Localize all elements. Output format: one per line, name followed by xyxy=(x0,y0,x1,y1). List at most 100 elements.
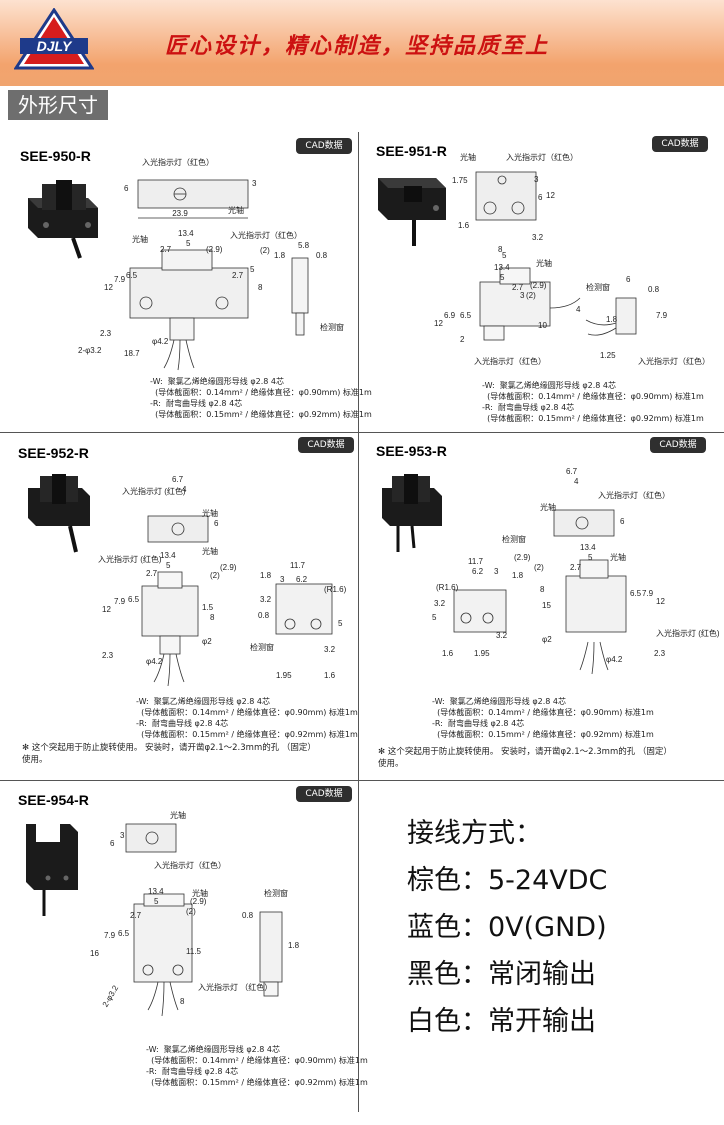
window-label: 检测窗 xyxy=(250,642,274,652)
dim-value: 6 xyxy=(620,517,625,526)
dim-value: 12 xyxy=(434,319,443,328)
dim-value: 2.7 xyxy=(130,911,142,920)
dim-value: 3 xyxy=(520,291,525,300)
dim-value: 12 xyxy=(104,283,113,292)
sensor-photo-icon xyxy=(28,180,98,259)
wiring-row-blue: 蓝色：0V(GND) xyxy=(407,904,607,951)
cable-note: -W: 聚氯乙烯绝缘圆形导线 φ2.8 4芯 (导体截面积：0.14mm² / … xyxy=(432,697,654,739)
cad-data-button[interactable]: CAD数据 xyxy=(652,136,708,152)
wire-color: 蓝色： xyxy=(407,912,488,943)
brand-text: DJLY xyxy=(37,38,73,54)
dim-value: 2.3 xyxy=(100,329,112,338)
header-banner: DJLY 匠心设计，精心制造，坚持品质至上 xyxy=(0,0,724,86)
dim-value: 1.6 xyxy=(442,649,454,658)
indicator-label: 入光指示灯 (红色) xyxy=(98,554,162,564)
dim-value: (R1.6) xyxy=(324,585,347,594)
dim-value: 1.6 xyxy=(324,671,336,680)
dim-value: 15 xyxy=(542,601,551,610)
dim-value: 11.5 xyxy=(186,947,202,956)
dim-value: 7.9 xyxy=(656,311,668,320)
rotation-footnote: ✻ 这个突起用于防止旋转使用。 安装时，请开凿φ2.1～2.3mm的孔 （固定）… xyxy=(22,743,316,765)
dim-value: 5 xyxy=(186,239,191,248)
axis-label: 光轴 xyxy=(202,546,218,556)
dimension-drawing: 入光指示灯（红色） 光轴 23.9 6 3 13.4 5 (2.9) (2) 2… xyxy=(78,157,344,371)
dim-value: 3 xyxy=(252,179,257,188)
dim-value: 13.4 xyxy=(580,543,596,552)
indicator-label: 入光指示灯（红色） xyxy=(598,490,670,500)
dim-value: 2.7 xyxy=(160,245,172,254)
wiring-row-black: 黑色：常闭输出 xyxy=(407,951,607,998)
axis-label: 光轴 xyxy=(460,152,476,162)
dim-value: 0.8 xyxy=(316,251,328,260)
dimension-drawing: 光轴 入光指示灯（红色） 3 6 13.4 5 (2.9) (2) 2.7 7.… xyxy=(90,810,300,1017)
indicator-label: 入光指示灯（红色） xyxy=(230,230,302,240)
dim-value: 5.8 xyxy=(298,241,310,250)
dim-value: 11.7 xyxy=(468,557,484,566)
dim-value: 13.4 xyxy=(178,229,194,238)
model-title: SEE-951-R xyxy=(376,143,447,159)
dim-value: 3.2 xyxy=(532,233,544,242)
dim-value: (2.9) xyxy=(530,281,547,290)
grid-divider-h2-right xyxy=(358,780,724,781)
dim-value: φ4.2 xyxy=(606,655,623,664)
wire-value: 5-24VDC xyxy=(488,865,608,896)
cad-data-button[interactable]: CAD数据 xyxy=(650,437,706,453)
cad-data-button[interactable]: CAD数据 xyxy=(296,786,352,802)
model-title: SEE-954-R xyxy=(18,792,89,808)
dim-value: 1.6 xyxy=(458,221,470,230)
wire-color: 棕色： xyxy=(407,865,488,896)
dim-value: 13.4 xyxy=(148,887,164,896)
dim-value: 6.2 xyxy=(472,567,484,576)
dim-value: 13.4 xyxy=(494,263,510,272)
section-title: 外形尺寸 xyxy=(8,90,108,120)
dim-value: 1.8 xyxy=(606,315,618,324)
dim-value: 6.5 xyxy=(460,311,472,320)
wiring-legend: 接线方式： 棕色：5-24VDC 蓝色：0V(GND) 黑色：常闭输出 白色：常… xyxy=(407,810,607,1045)
model-title: SEE-953-R xyxy=(376,443,447,459)
dim-value: (2.9) xyxy=(206,245,223,254)
dim-value: 3 xyxy=(534,175,539,184)
cad-data-button[interactable]: CAD数据 xyxy=(296,138,352,154)
dim-value: 1.8 xyxy=(274,251,286,260)
cad-data-button[interactable]: CAD数据 xyxy=(298,437,354,453)
dim-value: 1.25 xyxy=(600,351,616,360)
dim-value: 2.3 xyxy=(102,651,114,660)
dim-value: 8 xyxy=(498,245,503,254)
dim-value: 7.9 xyxy=(104,931,116,940)
dim-value: 6 xyxy=(214,519,219,528)
dim-value: 6.5 xyxy=(128,595,140,604)
model-title: SEE-952-R xyxy=(18,445,89,461)
wire-color: 白色： xyxy=(407,1006,488,1037)
axis-label: 光轴 xyxy=(540,502,556,512)
cable-note: -W: 聚氯乙烯绝缘圆形导线 φ2.8 4芯 (导体截面积：0.14mm² / … xyxy=(146,1045,368,1087)
dim-value: 4 xyxy=(576,305,581,314)
dim-value: (2) xyxy=(260,246,270,255)
dim-value: 6 xyxy=(538,193,543,202)
window-label: 检测窗 xyxy=(586,282,610,292)
dim-value: 5 xyxy=(338,619,343,628)
dim-value: 1.75 xyxy=(452,176,468,185)
dim-value: 6.9 xyxy=(444,311,456,320)
dim-value: 1.95 xyxy=(474,649,490,658)
dim-value: 0.8 xyxy=(258,611,270,620)
dim-value: 12 xyxy=(656,597,665,606)
dim-value: φ2 xyxy=(542,635,552,644)
dim-value: 16 xyxy=(90,949,99,958)
indicator-label: 入光指示灯（红色） xyxy=(474,356,546,366)
dim-value: 12 xyxy=(102,605,111,614)
dim-value: (2) xyxy=(210,571,220,580)
dim-value: 2.7 xyxy=(570,563,582,572)
brand-logo-icon: DJLY xyxy=(14,8,94,70)
indicator-label: 入光指示灯 (红色) xyxy=(122,486,186,496)
dim-value: 2.7 xyxy=(232,271,244,280)
dim-value: 8 xyxy=(210,613,215,622)
dim-value: 3 xyxy=(494,567,499,576)
dim-value: 2 xyxy=(460,335,465,344)
dim-value: (2.9) xyxy=(190,897,207,906)
dim-value: 5 xyxy=(588,553,593,562)
dim-value: 11.7 xyxy=(290,561,306,570)
dim-value: 3 xyxy=(120,831,125,840)
dim-value: 7.9 xyxy=(114,275,126,284)
cable-note: -W: 聚氯乙烯绝缘圆形导线 φ2.8 4芯 (导体截面积：0.14mm² / … xyxy=(482,381,704,423)
dim-value: φ2 xyxy=(202,637,212,646)
